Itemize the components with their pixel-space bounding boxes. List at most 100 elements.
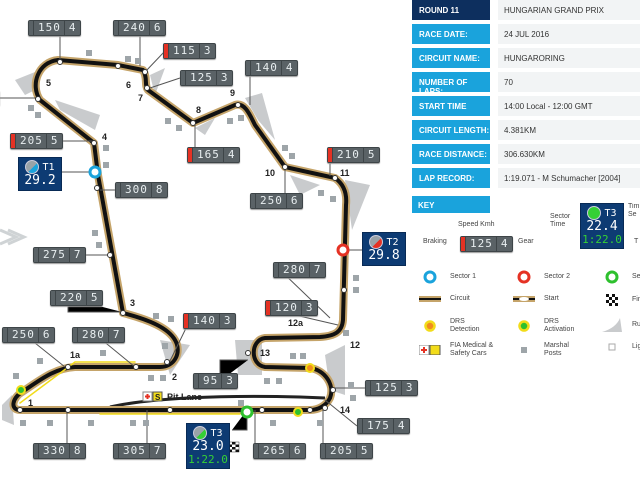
gear-value: 6 (290, 194, 298, 207)
circuit-icon (418, 294, 442, 304)
gear-value: 7 (313, 263, 321, 276)
sector3-icon (600, 270, 624, 284)
info-label: NUMBER OF LAPS: (412, 72, 490, 96)
info-label: CIRCUIT LENGTH: (412, 120, 490, 140)
info-label: LAP RECORD: (412, 168, 490, 188)
gear-value: 3 (223, 314, 231, 327)
braking-indicator (246, 61, 251, 75)
speed-value: 205 (16, 134, 47, 148)
gear-value: 7 (153, 444, 161, 457)
drs-detection-marker (305, 363, 315, 373)
braking-key-label: Braking (423, 238, 447, 245)
key-item: Marshal Posts (512, 342, 588, 358)
braking-indicator (164, 44, 169, 58)
braking-indicator (29, 21, 34, 35)
sector-time: 23.0 (192, 439, 224, 454)
direction-arrow-icon (0, 228, 28, 246)
key-item: Light Panels (600, 342, 640, 352)
pit-lane (109, 394, 326, 409)
speed-value: 165 (193, 148, 224, 162)
gear-value: 5 (90, 291, 98, 304)
speed-value: 140 (251, 61, 282, 75)
speed-value: 125 (371, 381, 402, 395)
braking-indicator (114, 21, 119, 35)
turn-number: 5 (46, 78, 52, 88)
key-item: Circuit (418, 294, 494, 304)
runoff-area-icon (600, 318, 624, 332)
info-row: LAP RECORD:1:19.071 - M Schumacher [2004… (412, 168, 640, 188)
gear-value: 3 (405, 381, 413, 394)
svg-text:S: S (155, 393, 161, 402)
key-item: DRS Activation (512, 318, 588, 334)
drs-activation-icon (512, 319, 536, 333)
pit-lane-label: Pit Lane (167, 392, 202, 402)
speed-value: 175 (363, 419, 394, 433)
key-item-label: Circuit (450, 295, 470, 302)
braking-indicator (254, 444, 259, 458)
key-item-label: FIA Medical & Safety Cars (450, 342, 494, 357)
sector1-marker (88, 165, 102, 179)
speed-value: 210 (333, 148, 364, 162)
speed-value: 150 (34, 21, 65, 35)
key-item-label: Sector 2 (544, 273, 571, 280)
key-item-label: Start (544, 295, 559, 302)
marshal-posts (13, 50, 359, 426)
medical-safety-car-icon (418, 345, 442, 355)
braking-indicator (116, 183, 121, 197)
gear-value: 5 (367, 148, 375, 161)
info-label: CIRCUIT NAME: (412, 48, 490, 68)
speed-value: 220 (56, 291, 87, 305)
braking-indicator (34, 248, 39, 262)
info-row: RACE DATE:24 JUL 2016 (412, 24, 640, 44)
gear-value: 3 (226, 374, 233, 387)
speed-value: 305 (119, 444, 150, 458)
gear-value: 6 (293, 444, 301, 457)
braking-indicator (251, 194, 256, 208)
braking-indicator (321, 444, 326, 458)
steering-wheel-icon (25, 160, 40, 174)
key-item: Sector (600, 270, 640, 284)
speed-value: 275 (39, 248, 70, 262)
sector3-marker (240, 405, 254, 419)
braking-indicator (114, 444, 119, 458)
gear-value: 4 (227, 148, 235, 161)
gear-value: 6 (42, 328, 50, 341)
speed-key-label: Speed Kmh (458, 221, 495, 228)
speed-value: 240 (119, 21, 150, 35)
turn-number: 12 (350, 340, 361, 350)
speed-value: 115 (169, 44, 200, 58)
info-label: START TIME (412, 96, 490, 116)
info-value: HUNGARIAN GRAND PRIX (498, 0, 640, 20)
sector-time: 29.2 (24, 173, 56, 188)
gear-value: 4 (397, 419, 405, 432)
track (9, 56, 351, 415)
gear-value: 5 (50, 134, 58, 147)
speed-value: 265 (259, 444, 290, 458)
lap-time: 1:22.0 (188, 453, 228, 466)
speed-value: 250 (8, 328, 39, 342)
speed-value: 280 (279, 263, 310, 277)
info-value: HUNGARORING (498, 48, 640, 68)
info-label: RACE DISTANCE: (412, 144, 490, 164)
turn-number: 9 (230, 88, 236, 98)
sector-name: T3 (210, 427, 223, 439)
key-item: Sector 2 (512, 270, 588, 284)
speed-points (17, 59, 347, 413)
turn-number: 12a (288, 318, 304, 328)
braking-indicator (274, 263, 279, 277)
gear-value: 4 (68, 21, 76, 34)
